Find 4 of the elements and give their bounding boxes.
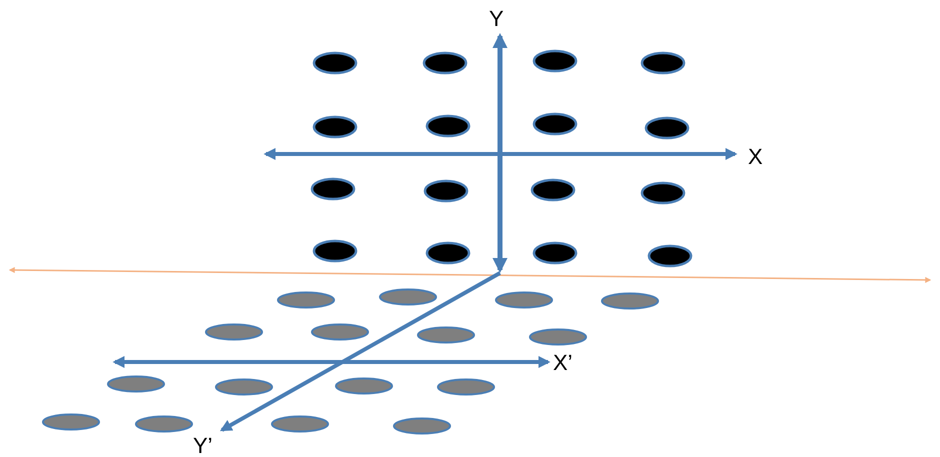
axis-label: X’ [553, 352, 573, 374]
axis-label: X [748, 146, 763, 168]
axis-label: Y [489, 8, 504, 30]
axis-label: Y’ [193, 435, 213, 457]
